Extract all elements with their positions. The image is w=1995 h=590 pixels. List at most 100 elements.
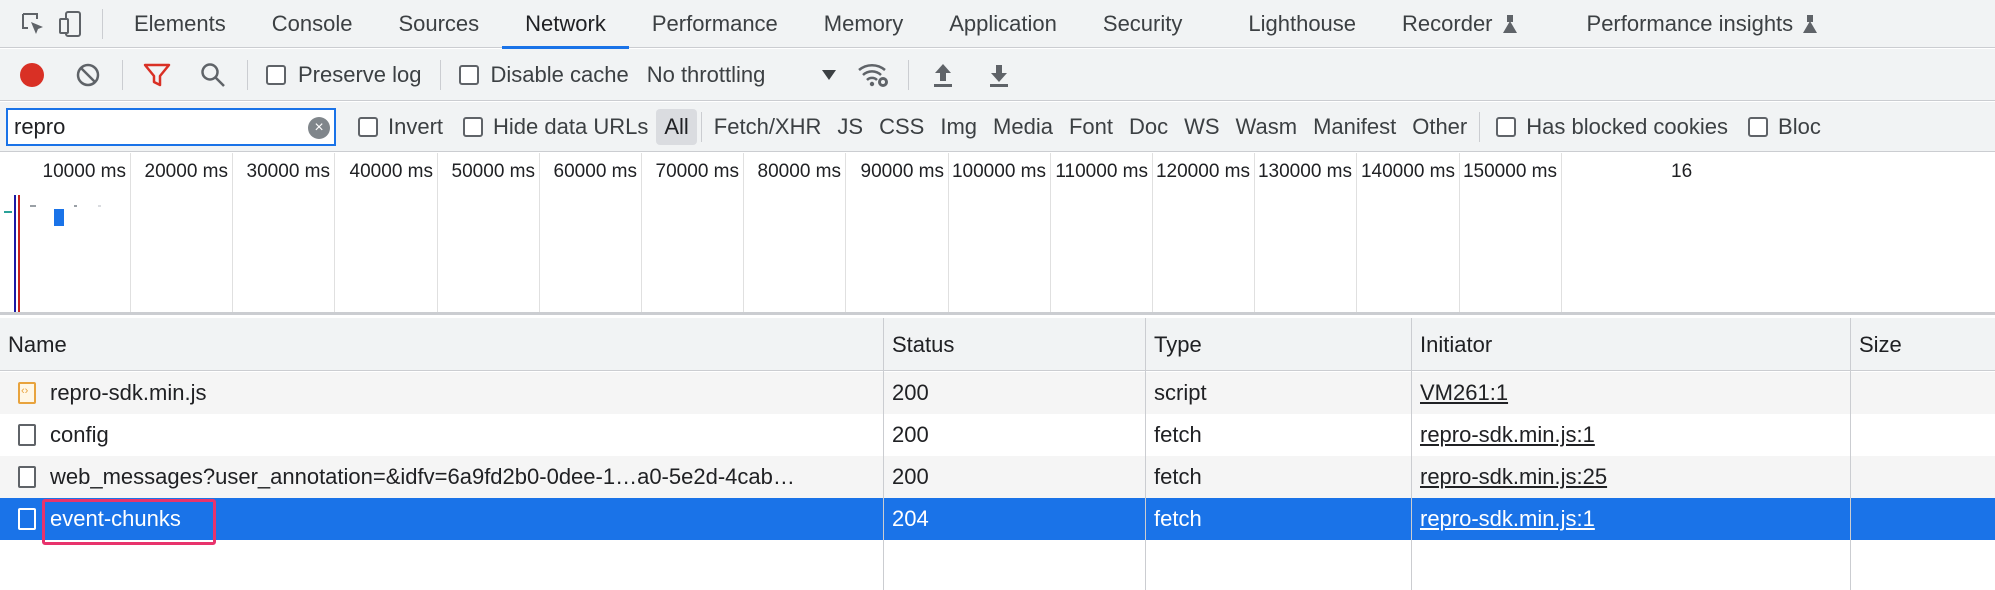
tab-memory[interactable]: Memory — [801, 0, 926, 48]
cell-initiator[interactable]: VM261:1 — [1420, 380, 1509, 405]
checkbox-box[interactable] — [358, 116, 378, 137]
type-filter-img[interactable]: Img — [940, 113, 978, 139]
column-divider[interactable] — [1850, 318, 1851, 590]
type-filter-font[interactable]: Font — [1068, 113, 1113, 139]
disable-cache-checkbox[interactable]: Disable cache — [447, 62, 641, 88]
tab-recorder[interactable]: Recorder — [1379, 0, 1539, 48]
type-filter-ws[interactable]: WS — [1184, 113, 1220, 139]
inspect-element-icon[interactable] — [14, 0, 52, 48]
document-icon — [18, 508, 36, 530]
checkbox-box[interactable] — [458, 64, 479, 85]
invert-checkbox[interactable]: Invert — [336, 114, 451, 140]
network-conditions-button[interactable] — [846, 49, 902, 101]
tab-label: Console — [271, 10, 353, 36]
device-toolbar-icon[interactable] — [52, 0, 90, 48]
overview-tick-label: 16 — [1671, 161, 1693, 182]
has-blocked-cookies-checkbox[interactable]: Has blocked cookies — [1484, 114, 1736, 140]
blocked-requests-checkbox[interactable]: Bloc — [1736, 114, 1829, 140]
type-filter-js[interactable]: JS — [837, 113, 864, 139]
tab-performance-insights[interactable]: Performance insights — [1564, 0, 1841, 48]
type-filter-css[interactable]: CSS — [879, 113, 925, 139]
filter-input-value[interactable]: repro — [14, 113, 66, 139]
hide-data-urls-label: Hide data URLs — [493, 113, 649, 139]
tab-sources[interactable]: Sources — [375, 0, 502, 48]
tab-label: Elements — [134, 10, 226, 36]
tab-label: Application — [949, 10, 1057, 36]
table-row[interactable]: web_messages?user_annotation=&idfv=6a9fd… — [0, 456, 1995, 498]
export-har-button[interactable] — [971, 49, 1027, 101]
type-filter-media[interactable]: Media — [993, 113, 1053, 139]
type-filter-wasm[interactable]: Wasm — [1235, 113, 1298, 139]
column-header-type[interactable]: Type — [1154, 331, 1202, 357]
cell-status: 200 — [892, 464, 929, 489]
overview-tick-label: 110000 ms — [1055, 161, 1148, 182]
upload-icon — [933, 63, 952, 87]
has-blocked-cookies-label: Has blocked cookies — [1526, 113, 1729, 139]
cell-initiator[interactable]: repro-sdk.min.js:25 — [1420, 464, 1608, 489]
clear-filter-icon[interactable]: × — [308, 116, 330, 139]
tab-application[interactable]: Application — [926, 0, 1080, 48]
search-button[interactable] — [185, 49, 241, 101]
checkbox-box[interactable] — [266, 64, 286, 85]
checkbox-box[interactable] — [1496, 116, 1517, 137]
type-filter-other[interactable]: Other — [1412, 113, 1468, 139]
hide-data-urls-checkbox[interactable]: Hide data URLs — [451, 114, 656, 140]
overview-request-bar — [30, 205, 36, 207]
preserve-log-checkbox[interactable]: Preserve log — [254, 62, 434, 88]
cell-initiator[interactable]: repro-sdk.min.js:1 — [1420, 422, 1595, 447]
cell-name[interactable]: config — [0, 414, 878, 456]
requests-table: Name Status Type Initiator Size repro-sd… — [0, 318, 1995, 590]
type-filter-doc[interactable]: Doc — [1128, 113, 1169, 139]
column-divider[interactable] — [1411, 318, 1412, 590]
resource-type-filters: All Fetch/XHR JS CSS Img Media Font Doc WS Wasm Ma… — [656, 108, 1475, 145]
throttling-value: No throttling — [646, 61, 766, 87]
throttling-select[interactable]: No throttling — [641, 62, 846, 88]
cell-name[interactable]: web_messages?user_annotation=&idfv=6a9fd… — [0, 456, 878, 498]
filter-button[interactable] — [129, 49, 185, 101]
tab-lighthouse[interactable]: Lighthouse — [1225, 0, 1379, 48]
tab-network[interactable]: Network — [502, 0, 629, 49]
type-filter-all[interactable]: All — [656, 108, 697, 145]
column-header-name[interactable]: Name — [8, 331, 67, 357]
cell-name[interactable]: event-chunks — [0, 498, 878, 540]
cell-name[interactable]: repro-sdk.min.js — [0, 372, 878, 414]
request-name: config — [50, 422, 109, 447]
tab-label: Lighthouse — [1248, 10, 1357, 36]
overview-request-bar — [74, 205, 77, 207]
overview-gridline — [1459, 153, 1460, 312]
toolbar-divider — [439, 59, 441, 90]
invert-label: Invert — [388, 113, 444, 139]
checkbox-box[interactable] — [463, 116, 484, 137]
filter-divider — [1479, 111, 1481, 142]
tab-elements[interactable]: Elements — [111, 0, 249, 48]
record-button[interactable] — [4, 49, 60, 101]
overview-gridline — [743, 153, 744, 312]
type-filter-manifest[interactable]: Manifest — [1313, 113, 1397, 139]
column-divider[interactable] — [883, 318, 884, 590]
overview-gridline — [845, 153, 846, 312]
cell-initiator[interactable]: repro-sdk.min.js:1 — [1420, 506, 1595, 531]
checkbox-box[interactable] — [1748, 116, 1769, 137]
import-har-button[interactable] — [915, 49, 971, 101]
filter-input[interactable]: repro × — [6, 107, 336, 146]
document-icon — [18, 424, 36, 446]
overview-gridline — [334, 153, 335, 312]
tab-performance[interactable]: Performance — [629, 0, 801, 48]
cell-type: script — [1154, 380, 1207, 405]
tab-console[interactable]: Console — [249, 0, 376, 48]
type-filter-fetchxhr[interactable]: Fetch/XHR — [713, 113, 822, 139]
column-header-status[interactable]: Status — [892, 331, 955, 357]
document-icon — [18, 466, 36, 488]
column-divider[interactable] — [1145, 318, 1146, 590]
filter-bar: repro × Invert Hide data URLs All Fetch/X… — [0, 102, 1995, 152]
column-header-initiator[interactable]: Initiator — [1420, 331, 1493, 357]
overview-gridline — [1152, 153, 1153, 312]
column-header-size[interactable]: Size — [1859, 331, 1902, 357]
tab-security[interactable]: Security — [1080, 0, 1205, 48]
clear-button[interactable] — [60, 49, 116, 101]
